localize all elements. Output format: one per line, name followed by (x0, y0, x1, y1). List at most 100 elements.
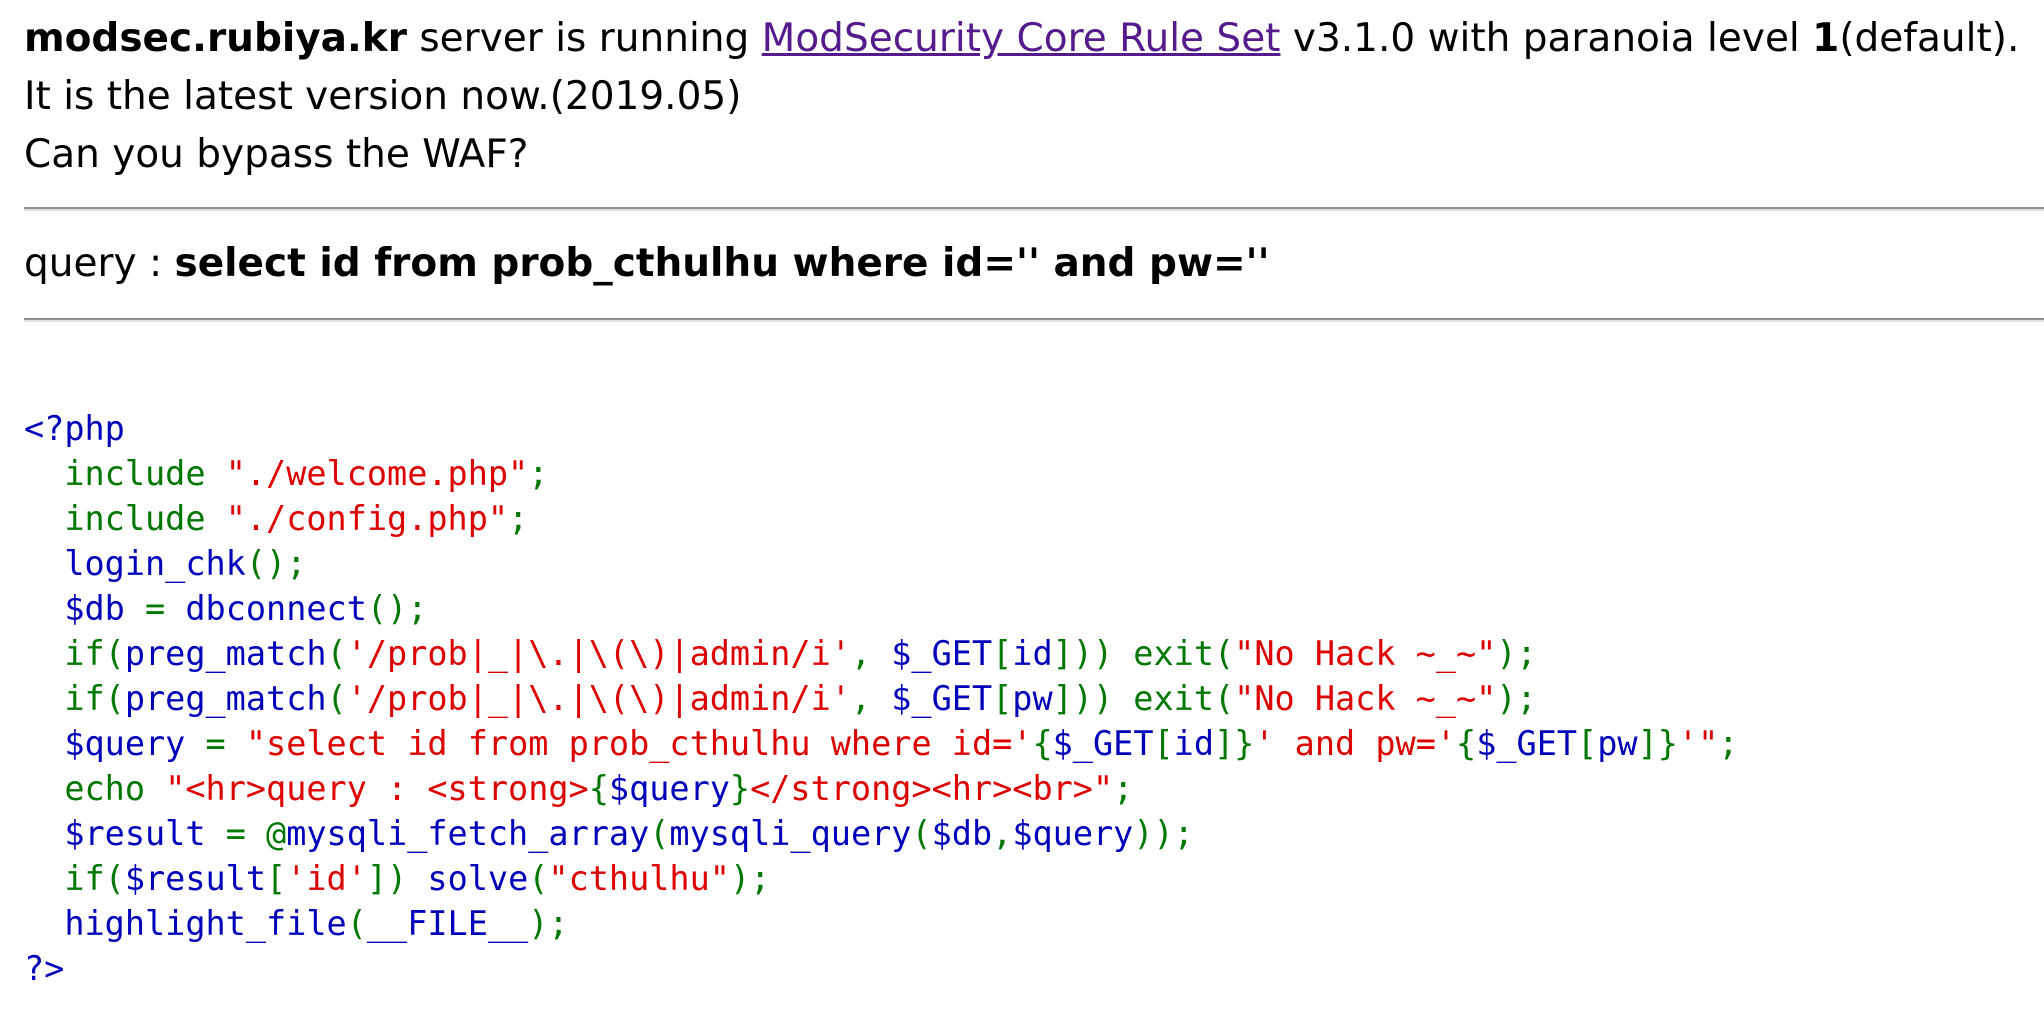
divider-top (24, 207, 2044, 211)
code-token: ( (911, 814, 932, 853)
query-display: query : select id from prob_cthulhu wher… (24, 236, 1270, 292)
code-token: { (588, 769, 609, 808)
code-token: $_GET (1476, 724, 1578, 763)
intro-line-2: It is the latest version now.(2019.05) (24, 74, 742, 119)
code-token: '" (1677, 724, 1719, 763)
code-line: include "./config.php"; (24, 496, 1738, 541)
code-token: if( (24, 634, 125, 673)
code-token: if( (24, 679, 125, 718)
code-token: { (1456, 724, 1477, 763)
code-token: mysqli_fetch_array (286, 814, 650, 853)
code-token: , (850, 634, 892, 673)
code-token: ]} (1637, 724, 1678, 763)
server-host: modsec.rubiya.kr (24, 16, 407, 61)
code-token: $_GET (1052, 724, 1154, 763)
php-source-code: <?php include "./welcome.php"; include "… (24, 406, 1738, 991)
code-token: )); (1133, 814, 1194, 853)
code-token: $_GET (891, 679, 993, 718)
code-token: $query (24, 724, 206, 763)
code-token: </strong><hr><br>" (750, 769, 1114, 808)
code-token: ( (326, 634, 347, 673)
code-token: dbconnect (185, 589, 367, 628)
divider-bottom (24, 318, 2044, 322)
code-token: pw (1597, 724, 1638, 763)
code-line: highlight_file(__FILE__); (24, 901, 1738, 946)
code-token: [ (992, 634, 1013, 673)
crs-link[interactable]: ModSecurity Core Rule Set (761, 16, 1281, 61)
query-label: query : (24, 241, 175, 286)
code-token: preg_match (124, 679, 327, 718)
code-token: $db (24, 589, 146, 628)
code-token: '/prob|_|\.|\(\)|admin/i' (346, 679, 851, 718)
code-token: ( (326, 679, 347, 718)
intro-line-1: modsec.rubiya.kr server is running ModSe… (24, 10, 2044, 68)
code-token: ' and pw=' (1254, 724, 1457, 763)
code-token: ; (508, 499, 529, 538)
code-token: $result (24, 814, 226, 853)
code-token: } (729, 769, 751, 808)
code-line: login_chk(); (24, 541, 1738, 586)
query-sql: select id from prob_cthulhu where id='' … (174, 241, 1270, 286)
code-token: pw (1012, 679, 1053, 718)
code-token: "No Hack ~_~" (1234, 634, 1497, 673)
code-token: echo (24, 769, 166, 808)
code-line: $db = dbconnect(); (24, 586, 1738, 631)
code-token: { (1032, 724, 1053, 763)
code-token: include (24, 454, 226, 493)
code-token: [ (992, 679, 1013, 718)
code-token: ]} (1214, 724, 1255, 763)
code-token: ])) exit( (1052, 634, 1235, 673)
code-token: = (205, 724, 246, 763)
code-line: if(preg_match('/prob|_|\.|\(\)|admin/i',… (24, 676, 1738, 721)
code-token: __FILE__ (366, 904, 529, 943)
code-line: if(preg_match('/prob|_|\.|\(\)|admin/i',… (24, 631, 1738, 676)
paranoia-level: 1 (1812, 16, 1840, 61)
code-token: = (145, 589, 186, 628)
code-line: echo "<hr>query : <strong>{$query}</stro… (24, 766, 1738, 811)
code-token: $query (1012, 814, 1134, 853)
code-token: ?> (24, 949, 65, 988)
code-line: $query = "select id from prob_cthulhu wh… (24, 721, 1738, 766)
code-token: , (992, 814, 1013, 853)
code-token: ( (528, 859, 549, 898)
code-token: "<hr>query : <strong> (165, 769, 589, 808)
code-token: ( (346, 904, 367, 943)
code-token: [ (1577, 724, 1598, 763)
code-token: (); (245, 544, 307, 583)
code-token: ]) (366, 859, 428, 898)
code-token: ; (1718, 724, 1739, 763)
code-token: [ (1153, 724, 1174, 763)
code-token: "select id from prob_cthulhu where id=' (245, 724, 1033, 763)
code-token: , (850, 679, 892, 718)
code-token: ); (528, 904, 569, 943)
code-token: ); (1496, 679, 1537, 718)
code-token: ; (1113, 769, 1134, 808)
code-token: "cthulhu" (548, 859, 730, 898)
code-token: (); (366, 589, 428, 628)
running-text: server is running (406, 16, 762, 61)
code-token: 'id' (286, 859, 367, 898)
intro-line-3: Can you bypass the WAF? (24, 132, 529, 177)
intro-text: modsec.rubiya.kr server is running ModSe… (24, 10, 2044, 184)
code-token: '/prob|_|\.|\(\)|admin/i' (346, 634, 851, 673)
code-token: $query (608, 769, 730, 808)
code-token: $_GET (891, 634, 993, 673)
code-token: include (24, 499, 226, 538)
code-token: [ (266, 859, 287, 898)
code-token: "No Hack ~_~" (1234, 679, 1497, 718)
code-token: if( (24, 859, 125, 898)
code-token: ])) exit( (1052, 679, 1235, 718)
code-token: ( (649, 814, 670, 853)
code-token: highlight_file (24, 904, 347, 943)
code-token: id (1173, 724, 1214, 763)
code-line: include "./welcome.php"; (24, 451, 1738, 496)
code-token: = @ (225, 814, 287, 853)
level-suffix: (default). (1839, 16, 2020, 61)
code-token: mysqli_query (669, 814, 912, 853)
code-token: solve (427, 859, 529, 898)
code-token: login_chk (24, 544, 246, 583)
code-token: $db (931, 814, 993, 853)
code-token: ); (729, 859, 771, 898)
code-token: <?php (24, 409, 125, 448)
code-token: $result (124, 859, 267, 898)
